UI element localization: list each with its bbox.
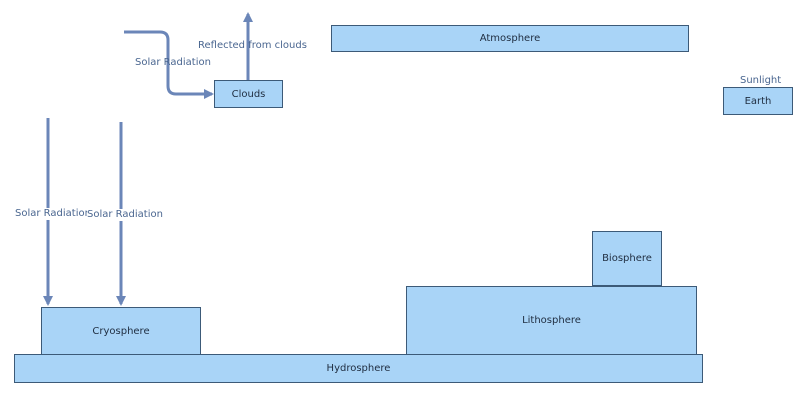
biosphere-box: Biosphere bbox=[592, 231, 662, 286]
solar-radiation-to-clouds-arrow bbox=[124, 30, 214, 99]
solar-radiation-left-label-2: Solar Radiation bbox=[87, 209, 163, 221]
reflected-from-clouds-label: Reflected from clouds bbox=[198, 40, 307, 51]
hydrosphere-label: Hydrosphere bbox=[326, 363, 391, 374]
earth-box: Earth bbox=[723, 87, 793, 115]
biosphere-label: Biosphere bbox=[602, 253, 652, 264]
cryosphere-box: Cryosphere bbox=[41, 307, 201, 355]
clouds-label: Clouds bbox=[231, 88, 266, 100]
hydrosphere-box: Hydrosphere bbox=[14, 354, 703, 383]
solar-radiation-left-label-1: Solar Radiation bbox=[15, 208, 91, 220]
lithosphere-box: Lithosphere bbox=[406, 286, 697, 355]
solar-radiation-top-label: Solar Radiation bbox=[135, 57, 211, 68]
cryosphere-label: Cryosphere bbox=[92, 325, 150, 337]
clouds-box: Clouds bbox=[214, 80, 283, 108]
atmosphere-box: Atmosphere bbox=[331, 25, 689, 52]
atmosphere-label: Atmosphere bbox=[479, 33, 541, 44]
sunlight-label: Sunlight bbox=[740, 75, 782, 86]
lithosphere-label: Lithosphere bbox=[522, 315, 581, 326]
earth-label: Earth bbox=[744, 95, 772, 107]
